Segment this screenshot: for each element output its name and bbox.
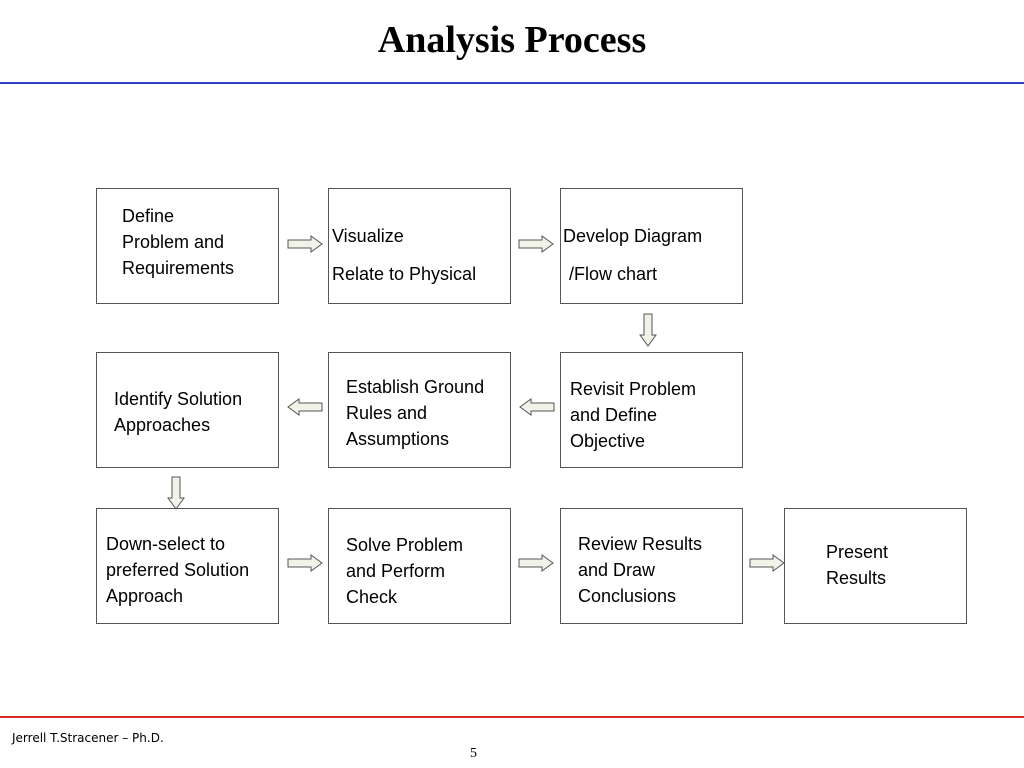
page-number: 5 [470, 746, 477, 761]
arrow-left-icon [519, 398, 555, 416]
step-establish-ground-rules: Establish Ground Rules and Assumptions [328, 352, 511, 468]
step-text-line: Requirements [122, 258, 235, 278]
step-define-problem: Define Problem and Requirements [96, 188, 279, 304]
step-text-line: Assumptions [346, 429, 450, 449]
step-text-line: Visualize [332, 226, 404, 246]
step-text-line: and Perform [346, 561, 446, 581]
arrow-right-icon [287, 235, 323, 253]
step-text-line: and Draw [578, 560, 656, 580]
step-text-line: Objective [570, 431, 646, 451]
step-text-line: preferred Solution [106, 560, 250, 580]
step-develop-diagram: Develop Diagram /Flow chart [560, 188, 743, 304]
step-identify-approaches: Identify Solution Approaches [96, 352, 279, 468]
step-text-line: Check [346, 587, 398, 607]
step-text-line: Solve Problem [346, 535, 464, 555]
step-text-line: Develop Diagram [563, 226, 703, 246]
step-text-line: Revisit Problem [570, 379, 697, 399]
step-text-line: Establish Ground [346, 377, 485, 397]
arrow-left-icon [287, 398, 323, 416]
step-text-line: Rules and [346, 403, 428, 423]
step-visualize: Visualize Relate to Physical [328, 188, 511, 304]
step-review-results: Review Results and Draw Conclusions [560, 508, 743, 624]
bottom-divider [0, 716, 1024, 718]
step-solve-problem: Solve Problem and Perform Check [328, 508, 511, 624]
top-divider [0, 82, 1024, 84]
step-text-line: Approaches [114, 415, 211, 435]
step-down-select: Down-select to preferred Solution Approa… [96, 508, 279, 624]
arrow-down-icon [167, 476, 185, 510]
step-text-line: Conclusions [578, 586, 677, 606]
step-text-line: and Define [570, 405, 658, 425]
step-text-line: /Flow chart [569, 264, 658, 284]
page-title: Analysis Process [377, 19, 647, 61]
step-text-line: Define [122, 206, 175, 226]
step-text-line: Identify Solution [114, 389, 243, 409]
arrow-down-icon [639, 313, 657, 347]
step-text-line: Relate to Physical [332, 264, 477, 284]
arrow-right-icon [518, 235, 554, 253]
step-text-line: Approach [106, 586, 184, 606]
step-present-results: Present Results [784, 508, 967, 624]
step-text-line: Review Results [578, 534, 703, 554]
arrow-right-icon [518, 554, 554, 572]
step-text-line: Present [826, 542, 889, 562]
arrow-right-icon [749, 554, 785, 572]
arrow-right-icon [287, 554, 323, 572]
footer-author: Jerrell T.Stracener – Ph.D. [12, 731, 164, 745]
step-text-line: Problem and [122, 232, 225, 252]
step-text-line: Results [826, 568, 887, 588]
step-text-line: Down-select to [106, 534, 226, 554]
step-revisit-problem: Revisit Problem and Define Objective [560, 352, 743, 468]
